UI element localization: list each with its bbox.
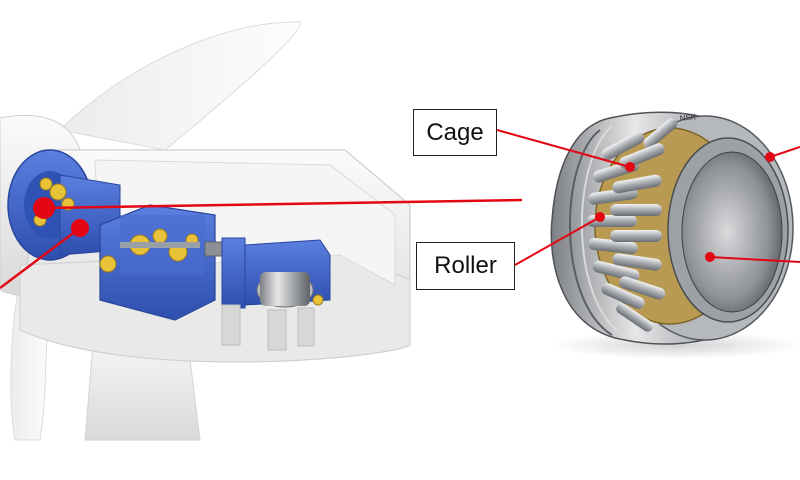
label-cage: Cage [413,109,497,156]
label-roller-text: Roller [434,252,497,279]
callout-line-main-bearing [43,198,523,210]
roller [592,260,640,282]
bearing-brand-mark: NSK [679,112,697,123]
roller [612,253,662,271]
roller [601,283,645,309]
callout-line-inner-ring [709,256,800,263]
spherical-roller-bearing: NSK [550,111,800,359]
roller [616,303,654,332]
callout-dot-hub [71,219,89,237]
callout-dot-roller [595,212,605,222]
support-pedestal [267,309,287,351]
roller [601,132,645,160]
callout-dot-outer-ring [765,152,775,162]
label-roller: Roller [416,242,515,290]
bearing-bore [681,151,783,313]
callout-dot-cage [625,162,635,172]
support-pedestal [221,304,241,346]
callout-line-outer-ring [769,146,800,158]
outer-ring-groove [568,129,613,336]
bearing-shadow [550,331,800,359]
label-cage-text: Cage [426,118,484,146]
roller [610,230,662,242]
callout-line-hub [0,227,81,289]
callout-dot-inner-ring [705,252,715,262]
roller [588,238,638,254]
wind-turbine-illustration [0,21,411,441]
roller [643,118,678,149]
turbine-blade-upper [58,21,301,151]
roller [618,276,666,300]
support-pedestal [297,307,315,347]
callout-line-roller [514,216,601,266]
generator [221,237,331,309]
gearbox [99,204,216,321]
roller [612,174,662,194]
callout-dot-main-bearing [33,197,55,219]
callouts [0,129,800,289]
roller [610,204,662,216]
callout-line-cage [496,129,631,168]
outer-ring-groove [580,125,625,337]
